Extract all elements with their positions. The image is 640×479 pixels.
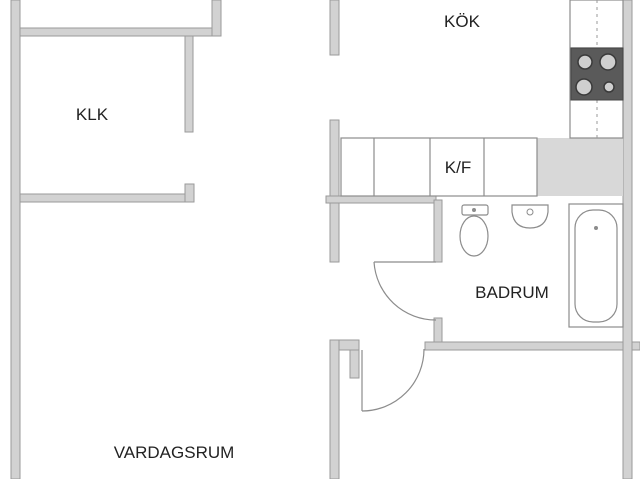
bathtub-drain xyxy=(594,226,598,230)
stove-burner-1 xyxy=(577,54,593,70)
room-label-klk: KLK xyxy=(76,105,109,124)
wall-kitchen-left-lower xyxy=(329,119,340,263)
stove-burner-4 xyxy=(603,81,615,93)
toilet-button xyxy=(472,208,476,212)
wall-bath-bottom xyxy=(424,341,640,351)
lower-door-swing xyxy=(361,348,425,412)
bathroom-door-swing xyxy=(373,261,437,321)
room-label-kf: K/F xyxy=(445,158,471,177)
room-label-kok: KÖK xyxy=(444,12,481,31)
wall-central-lower xyxy=(329,339,340,479)
wall-corridor-stub xyxy=(325,195,437,204)
wall-klk-right xyxy=(184,35,194,133)
room-label-badrum: BADRUM xyxy=(475,283,549,302)
sink-drain xyxy=(526,208,534,216)
stove-burner-3 xyxy=(575,78,593,96)
toilet-bowl xyxy=(459,215,489,257)
bathroom-sink xyxy=(511,204,549,229)
kitchen-counter-row xyxy=(340,137,538,197)
wall-outer-left xyxy=(10,0,21,479)
wall-kitchen-left-upper xyxy=(329,0,340,56)
room-label-vardagsrum: VARDAGSRUM xyxy=(114,443,235,462)
wall-door-jamb-2 xyxy=(349,349,360,379)
wall-door-jamb xyxy=(338,339,360,351)
wall-top-left-horizontal xyxy=(19,27,221,37)
kitchen-grey-block xyxy=(537,138,623,196)
wall-bath-left xyxy=(433,199,443,263)
bathtub-inner xyxy=(574,209,618,323)
wall-klk-bottom xyxy=(19,193,195,203)
wall-top-left-vertical xyxy=(211,0,222,37)
wall-klk-bottom-stub xyxy=(184,183,195,203)
wall-outer-right xyxy=(622,0,633,479)
stove-burner-2 xyxy=(599,53,617,71)
